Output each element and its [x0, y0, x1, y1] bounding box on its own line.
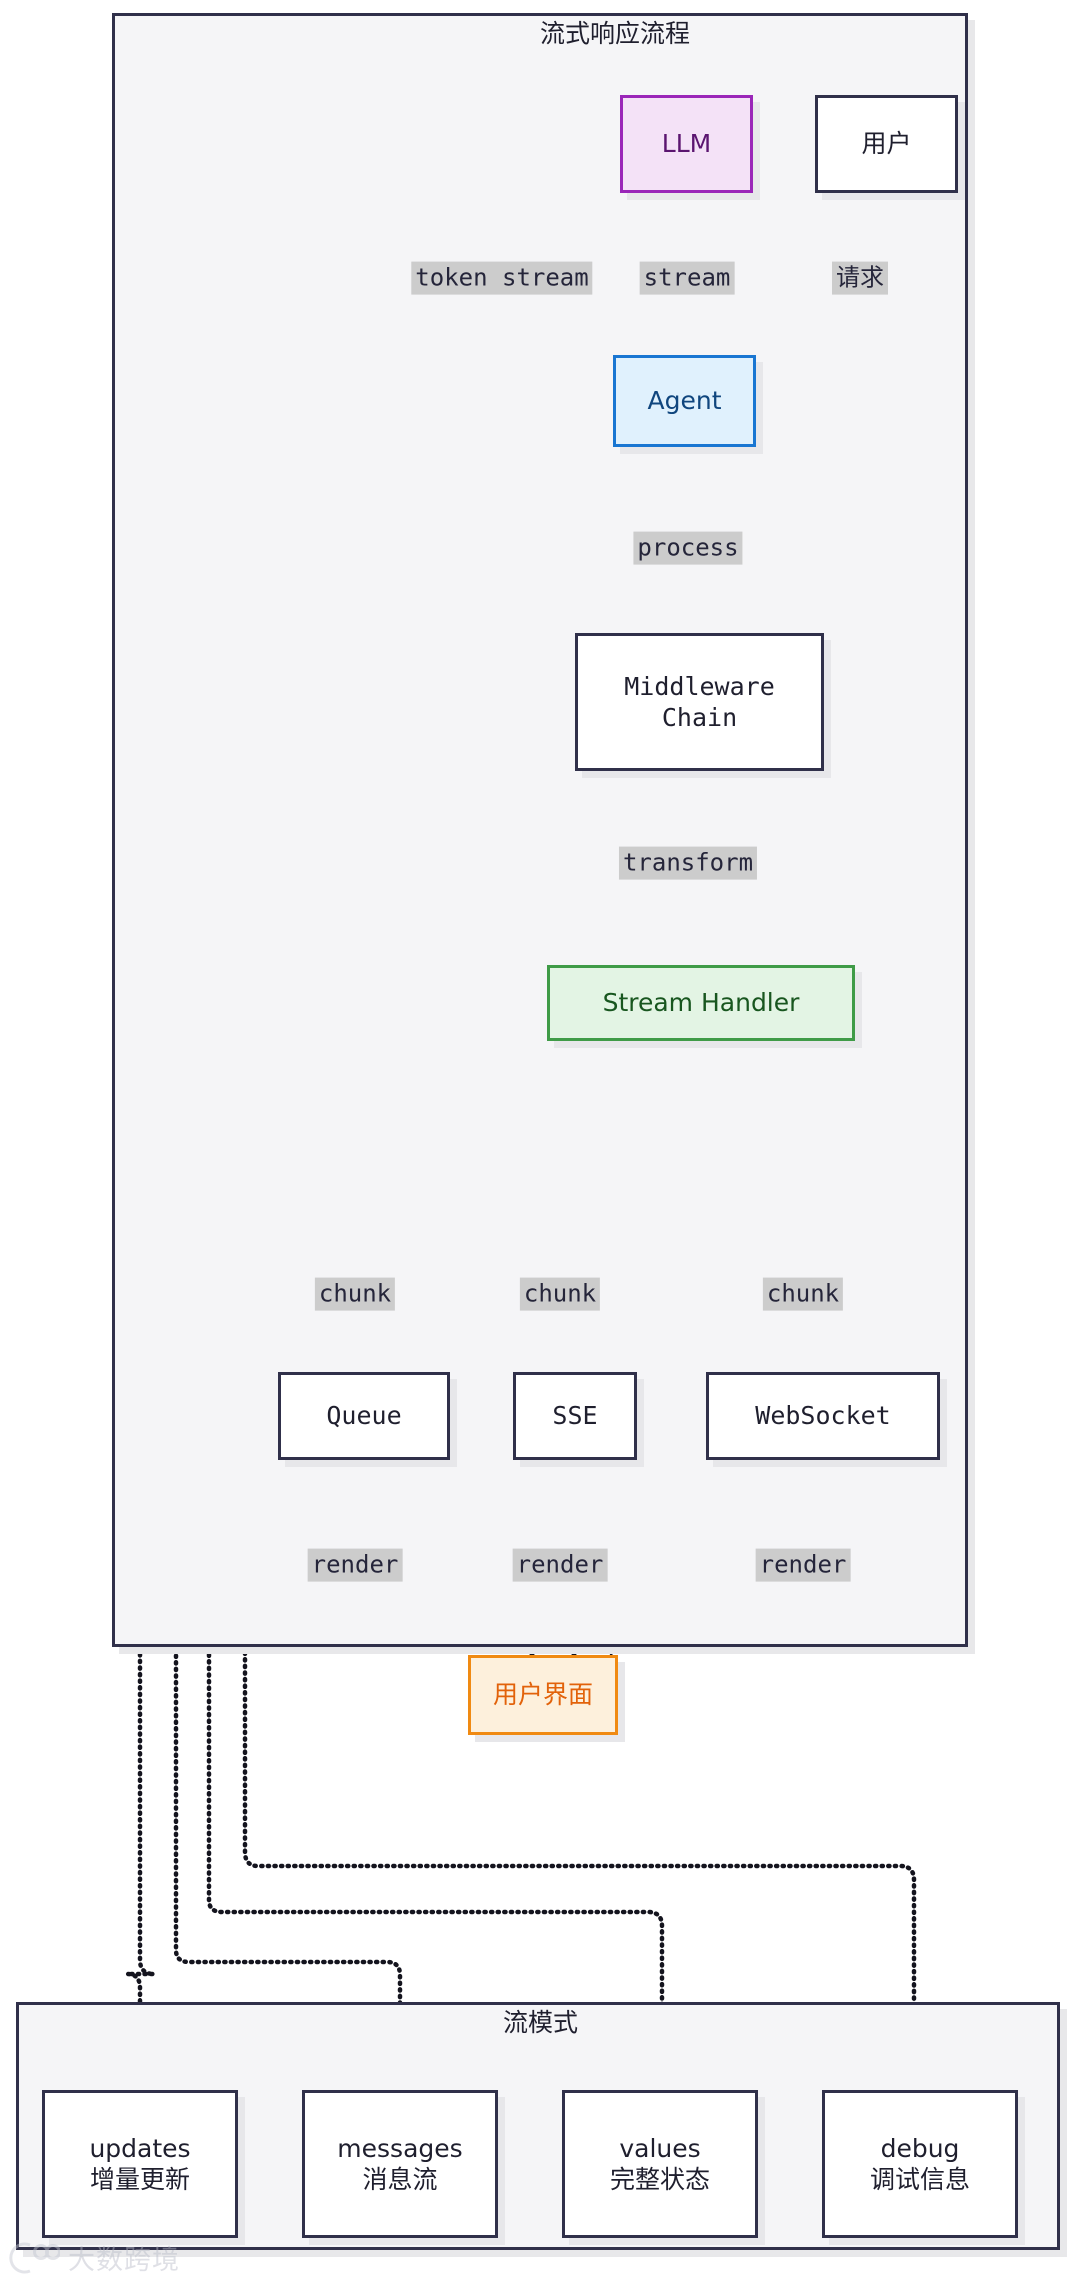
node-debug[interactable]: debug 调试信息	[822, 2090, 1018, 2238]
node-queue[interactable]: Queue	[278, 1372, 450, 1460]
node-middleware[interactable]: Middleware Chain	[575, 633, 824, 771]
node-sse-label: SSE	[552, 1401, 598, 1431]
node-middleware-label: Middleware	[624, 671, 775, 701]
node-messages-label2: 消息流	[362, 2165, 438, 2194]
node-sse[interactable]: SSE	[513, 1372, 637, 1460]
watermark-logo-icon	[9, 2242, 60, 2273]
node-agent-label: Agent	[647, 386, 722, 416]
edge-label-stream: stream	[639, 261, 735, 295]
watermark-text: 大数跨境	[68, 2245, 180, 2276]
edge-label-render-queue: render	[307, 1548, 403, 1582]
node-ui[interactable]: 用户界面	[468, 1655, 618, 1735]
node-values-label2: 完整状态	[609, 2165, 710, 2194]
node-debug-label: debug	[880, 2133, 960, 2163]
node-updates-label2: 增量更新	[89, 2165, 190, 2194]
edge-label-request: 请求	[832, 261, 888, 295]
node-websocket[interactable]: WebSocket	[706, 1372, 940, 1460]
flow-subgraph-title: 流式响应流程	[540, 19, 691, 48]
edge-label-chunk-queue: chunk	[314, 1277, 396, 1311]
node-llm-label: LLM	[661, 129, 712, 159]
node-debug-label2: 调试信息	[869, 2165, 970, 2194]
node-updates[interactable]: updates 增量更新	[42, 2090, 238, 2238]
node-updates-label: updates	[89, 2133, 191, 2163]
node-middleware-label2: Chain	[661, 703, 738, 732]
edge-label-render-ws: render	[755, 1548, 851, 1582]
node-agent[interactable]: Agent	[613, 355, 756, 447]
node-values[interactable]: values 完整状态	[562, 2090, 758, 2238]
edge-label-render-sse: render	[512, 1548, 608, 1582]
node-user[interactable]: 用户	[815, 95, 958, 193]
node-messages[interactable]: messages 消息流	[302, 2090, 498, 2238]
watermark: 大数跨境	[8, 2238, 180, 2277]
node-llm[interactable]: LLM	[620, 95, 753, 193]
node-stream-handler-label: Stream Handler	[602, 988, 800, 1018]
edge-label-chunk-sse: chunk	[519, 1277, 601, 1311]
node-stream-handler[interactable]: Stream Handler	[547, 965, 855, 1041]
edge-label-process: process	[633, 531, 743, 565]
node-websocket-label: WebSocket	[755, 1401, 891, 1431]
node-ui-label: 用户界面	[492, 1680, 593, 1710]
edge-label-token-stream: token stream	[411, 261, 593, 295]
edge-label-chunk-ws: chunk	[762, 1277, 844, 1311]
node-messages-label: messages	[337, 2133, 463, 2163]
edge-label-transform: transform	[618, 846, 758, 880]
node-user-label: 用户	[861, 129, 912, 159]
modes-subgraph-title: 流模式	[503, 2008, 579, 2037]
node-queue-label: Queue	[326, 1401, 402, 1431]
node-values-label: values	[619, 2133, 701, 2163]
